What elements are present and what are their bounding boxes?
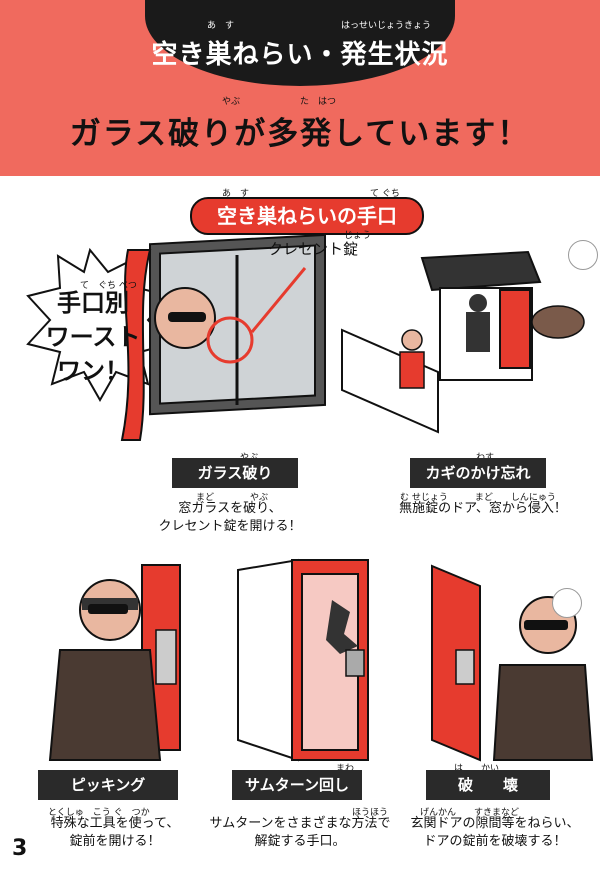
burst-line: ワースト [45, 323, 141, 351]
title-ruby: あ す [207, 21, 235, 31]
binder-hole [552, 588, 582, 618]
method-label-destruction: 破 壊 [426, 770, 550, 800]
caption-line: 玄関ドアの隙間等をねらい、 [410, 816, 580, 831]
headline: ガラス破りが多発しています！ [69, 116, 531, 152]
method-caption: 無施錠のドア、窓から侵入！ [388, 500, 578, 518]
bush [531, 305, 585, 339]
page-title: 空き巣ねらい・発生状況 [151, 40, 449, 70]
method-ruby: まわ [336, 764, 355, 774]
caption-ruby: とくしゅ こう ぐ つか [48, 808, 150, 818]
crescent-lock-callout: クレセント錠 [268, 240, 359, 258]
open-door [499, 289, 531, 369]
burst-ruby: て ぐち べつ [80, 281, 137, 291]
method-label-glass-breaking: ガラス破り [172, 458, 298, 488]
callout-ruby: じょう [344, 231, 372, 241]
curtain [120, 249, 152, 441]
caption-line: サムターンをさまざまな方法で [209, 816, 391, 831]
section-ruby: あ す [222, 189, 250, 199]
method-caption: 玄関ドアの隙間等をねらい、 ドアの錠前を破壊する！ [400, 815, 590, 851]
method-label-thumbturn: サムターン回し [232, 770, 362, 800]
caption-line: 解錠する手口。 [254, 834, 346, 849]
method-label-picking: ピッキング [38, 770, 178, 800]
headline-ruby: た はつ [300, 97, 337, 107]
caption-ruby: まど やぶ [196, 493, 269, 503]
headline-ruby: やぶ [222, 97, 241, 107]
page-number: 3 [12, 836, 28, 861]
method-label-unlocked: カギのかけ忘れ [410, 458, 546, 488]
title-ruby: はっせいじょうきょう [341, 21, 432, 31]
roof [420, 250, 542, 292]
caption-ruby: ほうほう [352, 808, 389, 818]
burst-line: ワン！ [57, 357, 129, 385]
method-caption: 窓ガラスを破り、 クレセント錠を開ける！ [150, 500, 310, 536]
lock-highlight-circle [206, 316, 254, 364]
caption-line: ドアの錠前を破壊する！ [423, 834, 567, 849]
section-ruby: て ぐち [370, 189, 400, 199]
caption-line: 無施錠のドア、窓から侵入！ [399, 501, 567, 516]
caption-line: 窓ガラスを破り、 [178, 501, 282, 516]
method-ruby: は かい [454, 764, 500, 774]
caption-line: クレセント錠を開ける！ [158, 519, 302, 534]
caption-line: 錠前を開ける！ [69, 834, 161, 849]
method-caption: 特殊な工具を使って、 錠前を開ける！ [30, 815, 200, 851]
method-caption: サムターンをさまざまな方法で 解錠する手口。 [205, 815, 395, 851]
caption-line: 特殊な工具を使って、 [50, 816, 180, 831]
worst-one-burst: 手口別 ワースト ワン！ [38, 286, 148, 388]
burst-line: 手口別 [57, 289, 129, 317]
section-title: 空き巣ねらいの手口 [190, 197, 424, 235]
binder-hole [568, 240, 598, 270]
caption-ruby: む せじょう まど しんにゅう [400, 493, 556, 503]
caption-ruby: げんかん すきまなど [420, 808, 520, 818]
